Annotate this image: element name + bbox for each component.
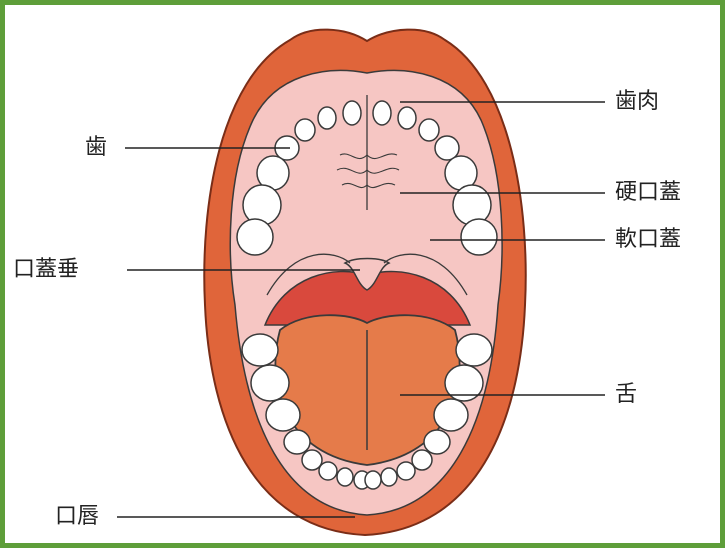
label-lips: 口唇 <box>55 506 99 528</box>
label-soft-palate: 軟口蓋 <box>615 229 681 251</box>
label-gums: 歯肉 <box>615 91 659 113</box>
label-uvula: 口蓋垂 <box>13 259 79 281</box>
label-hard-palate: 硬口蓋 <box>615 182 681 204</box>
mouth-illustration <box>5 5 720 543</box>
label-teeth: 歯 <box>85 137 107 159</box>
label-tongue: 舌 <box>615 384 637 406</box>
